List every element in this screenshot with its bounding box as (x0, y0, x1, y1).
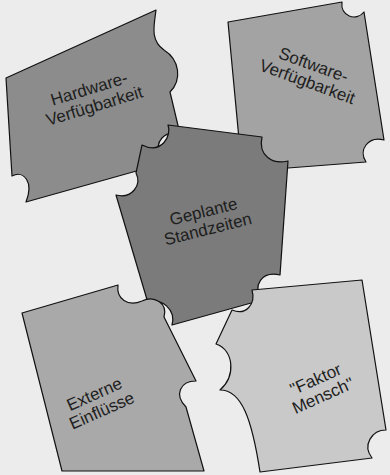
puzzle-piece: Externe Einflüsse (18, 285, 208, 473)
puzzle-piece: "Faktor Mensch" (212, 280, 388, 473)
puzzle-shape (216, 280, 386, 472)
puzzle-shape (22, 285, 204, 471)
